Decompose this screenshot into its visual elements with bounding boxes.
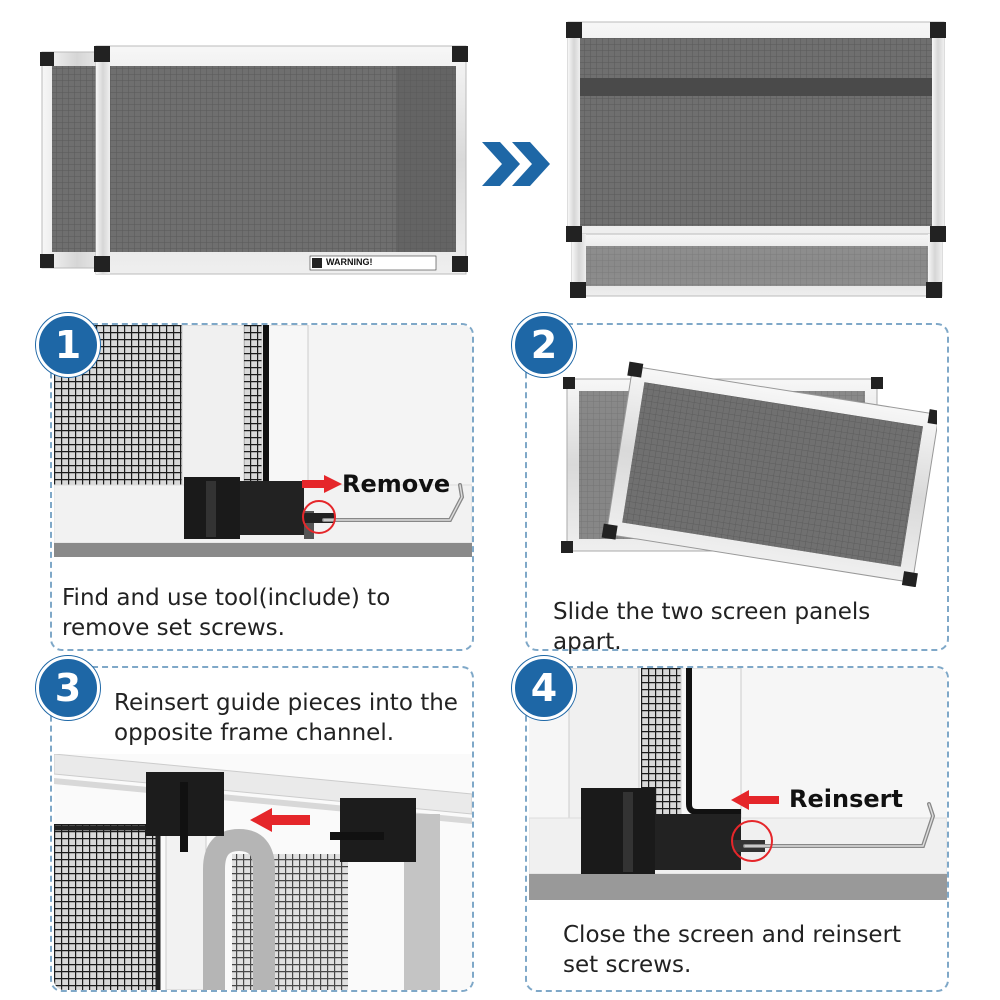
step-4-caption: Close the screen and reinsert set screws… [563, 922, 902, 978]
reinsert-callout: Reinsert [789, 785, 903, 813]
set-screw-highlight-circle [731, 820, 773, 862]
step-2-photo [557, 347, 937, 587]
step-2-panel: Slide the two screen panels apart. [525, 323, 949, 655]
collapsed-screen-illustration: WARNING! [38, 44, 468, 276]
warning-label: WARNING! [326, 257, 373, 267]
remove-callout: Remove [342, 470, 451, 498]
step-3-photo [54, 754, 472, 990]
step-1-panel: Remove Find and use tool(include) to rem… [50, 323, 474, 651]
step-3-panel: Reinsert guide pieces into the opposite … [50, 666, 474, 992]
step-1-caption: Find and use tool(include) to remove set… [62, 585, 391, 641]
extended-screen-illustration [566, 20, 946, 300]
step-4-badge: 4 [512, 656, 576, 720]
double-chevron-right-icon [480, 142, 552, 186]
set-screw-highlight-circle [302, 500, 336, 534]
allen-key-icon [743, 800, 943, 860]
red-arrow-icon [302, 475, 342, 493]
red-arrow-left-icon [731, 790, 779, 810]
red-arrow-left-icon [250, 808, 312, 832]
step-3-badge: 3 [36, 656, 100, 720]
step-3-caption: Reinsert guide pieces into the opposite … [114, 690, 458, 746]
allen-key-icon [322, 481, 472, 531]
step-2-badge: 2 [512, 313, 576, 377]
step-1-badge: 1 [36, 313, 100, 377]
step-4-panel: Reinsert Close the screen and reinsert s… [525, 666, 949, 992]
step-4-photo [529, 668, 947, 900]
step-2-caption: Slide the two screen panels apart. [553, 599, 871, 655]
